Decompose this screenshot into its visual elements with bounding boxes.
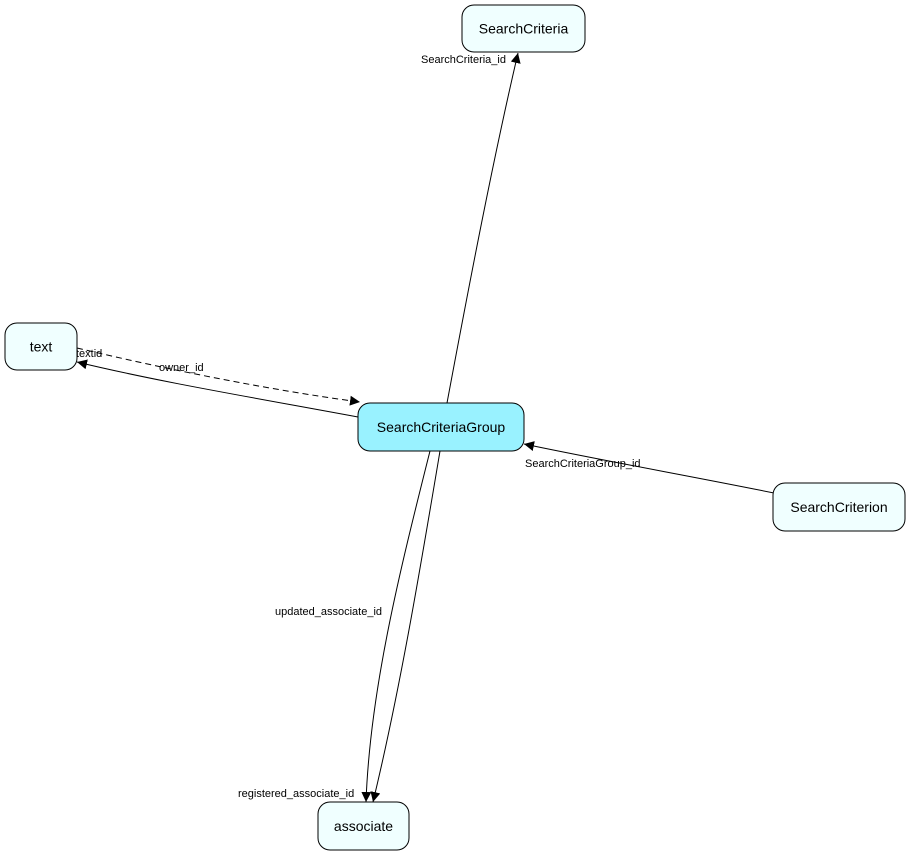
node-search-criterion[interactable]: SearchCriterion (772, 482, 906, 532)
node-search-criteria-box[interactable] (461, 4, 586, 53)
node-text[interactable]: text (4, 322, 78, 371)
node-search-criteria-group-box[interactable] (357, 402, 525, 452)
edge-textid[interactable] (76, 347, 361, 406)
edge-owner-id[interactable] (76, 359, 359, 418)
node-search-criterion-box[interactable] (772, 482, 906, 532)
edge-label-registered-associate-id: registered_associate_id (238, 788, 354, 800)
edge-label-owner-id: owner_id (159, 362, 204, 374)
edge-label-updated-associate-id: updated_associate_id (275, 606, 382, 618)
node-text-label: text (30, 339, 53, 355)
node-search-criteria-group[interactable]: SearchCriteriaGroup (357, 402, 525, 452)
node-search-criteria-label: SearchCriteria (479, 21, 569, 37)
node-associate-box[interactable] (317, 801, 410, 851)
edge-registered-associate-id[interactable] (370, 450, 441, 803)
node-search-criteria-group-label: SearchCriteriaGroup (377, 419, 506, 435)
edge-label-search-criteria-group-id: SearchCriteriaGroup_id (525, 458, 641, 470)
edge-label-textid: textid (76, 348, 102, 360)
node-search-criterion-label: SearchCriterion (790, 499, 887, 515)
edge-labels: SearchCriteria_id owner_id textid Search… (76, 54, 641, 800)
edge-search-criteria-group-id[interactable] (523, 441, 775, 494)
edges (76, 52, 775, 803)
edge-search-criteria-id[interactable] (446, 52, 521, 404)
node-search-criteria[interactable]: SearchCriteria (461, 4, 586, 53)
edge-label-search-criteria-id: SearchCriteria_id (421, 54, 506, 66)
node-associate[interactable]: associate (317, 801, 410, 851)
edge-updated-associate-id[interactable] (361, 450, 431, 803)
node-text-box[interactable] (4, 322, 78, 371)
node-associate-label: associate (334, 818, 393, 834)
